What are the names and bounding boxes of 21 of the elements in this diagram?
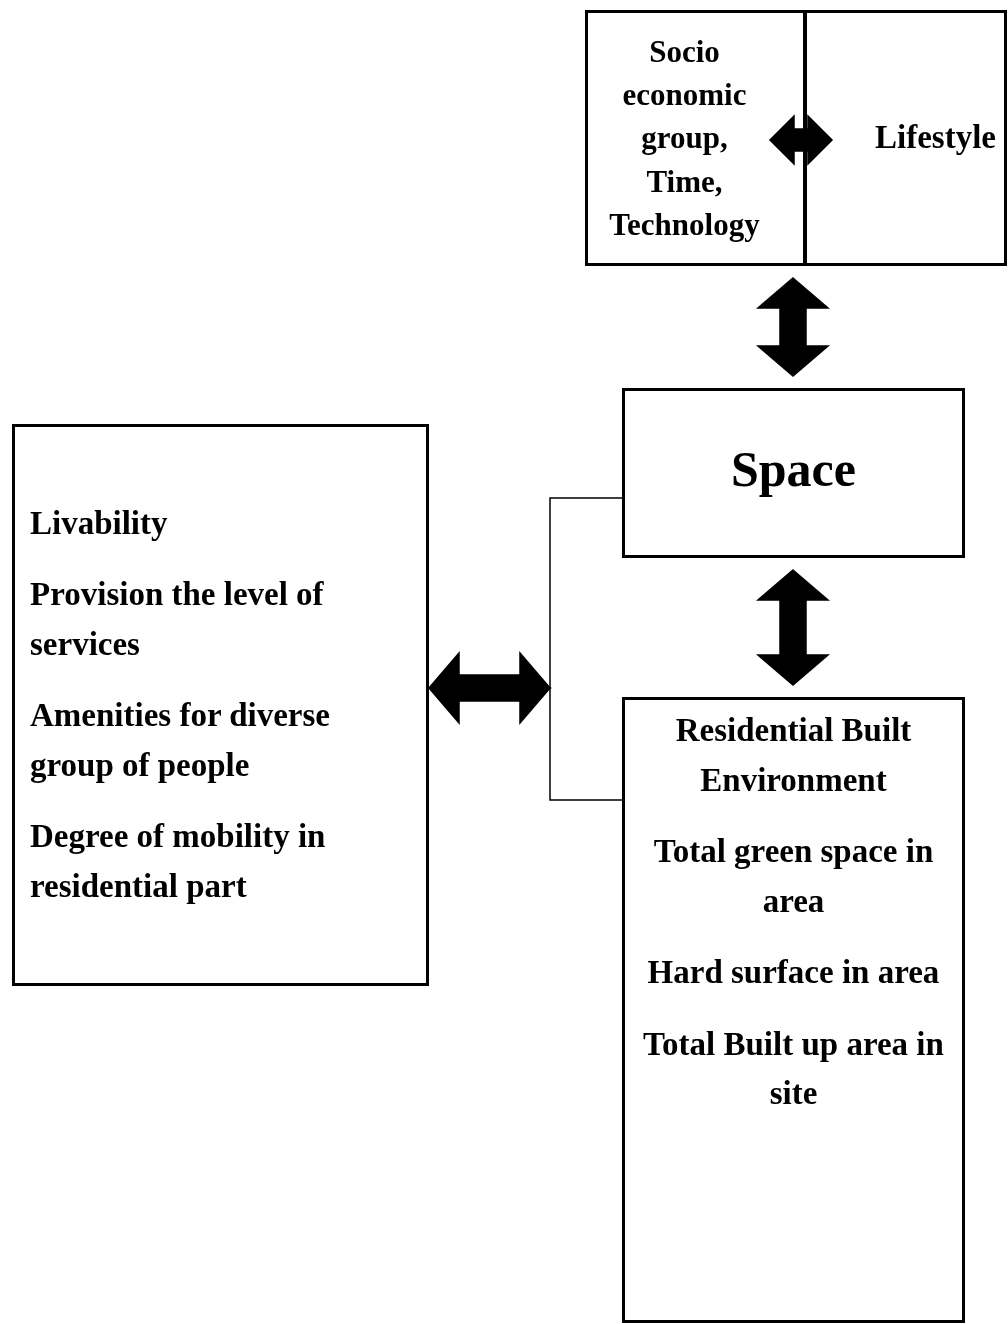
text-box <box>622 697 965 1323</box>
text-box <box>585 10 806 266</box>
double-arrow <box>755 569 831 686</box>
label: Hard surface in area <box>646 953 941 992</box>
text-box <box>804 10 1007 266</box>
double-arrow <box>768 114 834 166</box>
label: Amenities for diverse group of people <box>30 696 331 785</box>
label: Degree of mobility in residential part <box>30 817 327 906</box>
double-arrow <box>755 277 831 377</box>
label: Livability <box>30 503 169 543</box>
label: Lifestyle <box>874 118 996 158</box>
heading: Residential Built Environment <box>674 711 913 800</box>
label: Provision the level of services <box>30 575 325 664</box>
label: Total green space in area <box>652 832 935 921</box>
label: Socio economic group, Time, Technology <box>608 32 761 245</box>
text-box <box>12 424 429 986</box>
bracket-arrow <box>427 497 623 689</box>
label: Total Built up area in site <box>642 1024 945 1113</box>
text-box <box>622 388 965 558</box>
bracket-arrow <box>427 687 623 801</box>
label: Space <box>730 440 857 499</box>
